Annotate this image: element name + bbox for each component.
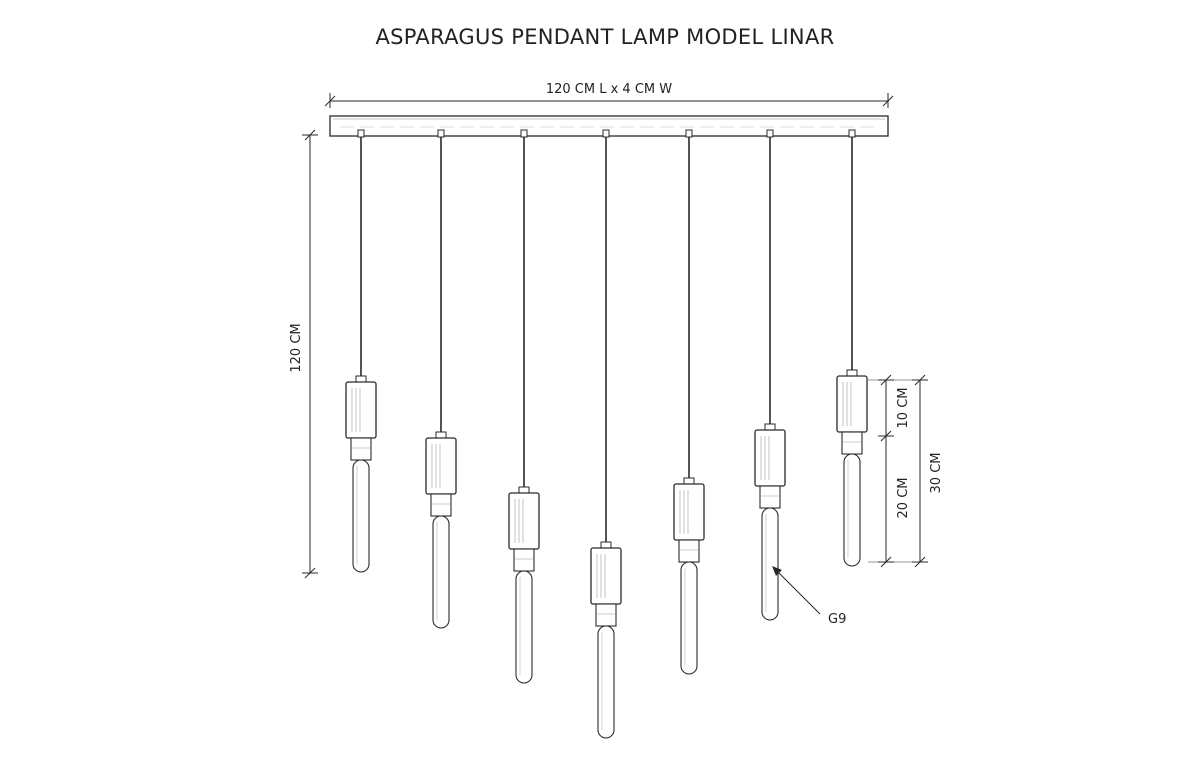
pendant-lamp xyxy=(508,129,540,684)
overall-height-label: 120 CM xyxy=(289,323,304,372)
collar xyxy=(841,431,863,455)
pendant-lamp xyxy=(345,129,377,573)
glass-tube xyxy=(843,453,861,567)
pendant-lamp xyxy=(673,129,705,675)
collar xyxy=(595,603,617,627)
cord-anchor xyxy=(766,129,774,138)
diagram-title: ASPARAGUS PENDANT LAMP MODEL LINAR xyxy=(375,25,834,49)
bulb-callout-arrow xyxy=(772,566,821,615)
glass-tube xyxy=(680,561,698,675)
tube-length-label: 20 CM xyxy=(896,478,911,519)
collar xyxy=(513,548,535,572)
pendant-group xyxy=(345,129,868,739)
glass-tube xyxy=(352,459,370,573)
shade-height-label: 10 CM xyxy=(896,388,911,429)
bulb-label: G9 xyxy=(828,612,846,627)
glass-tube xyxy=(515,570,533,684)
top-width-label: 120 CM L x 4 CM W xyxy=(546,82,672,97)
cord-anchor xyxy=(437,129,445,138)
glass-tube xyxy=(761,507,779,621)
cord-anchor xyxy=(602,129,610,138)
pendant-lamp xyxy=(425,129,457,629)
cord-anchor xyxy=(357,129,365,138)
collar xyxy=(759,485,781,509)
shade xyxy=(345,381,377,439)
collar xyxy=(350,437,372,461)
lamp-total-label: 30 CM xyxy=(929,453,944,494)
glass-tube xyxy=(432,515,450,629)
glass-tube xyxy=(597,625,615,739)
cord-anchor xyxy=(848,129,856,138)
overall-height-dimension xyxy=(302,129,318,579)
shade xyxy=(673,483,705,541)
lamp-dimension-lines xyxy=(868,374,928,568)
shade xyxy=(836,375,868,433)
shade xyxy=(754,429,786,487)
shade xyxy=(508,492,540,550)
collar xyxy=(430,493,452,517)
shade xyxy=(590,547,622,605)
shade xyxy=(425,437,457,495)
pendant-lamp xyxy=(836,129,868,567)
top-width-dimension xyxy=(324,93,894,108)
pendant-lamp xyxy=(754,129,786,621)
collar xyxy=(678,539,700,563)
cord-anchor xyxy=(685,129,693,138)
pendant-lamp xyxy=(590,129,622,739)
cord-anchor xyxy=(520,129,528,138)
